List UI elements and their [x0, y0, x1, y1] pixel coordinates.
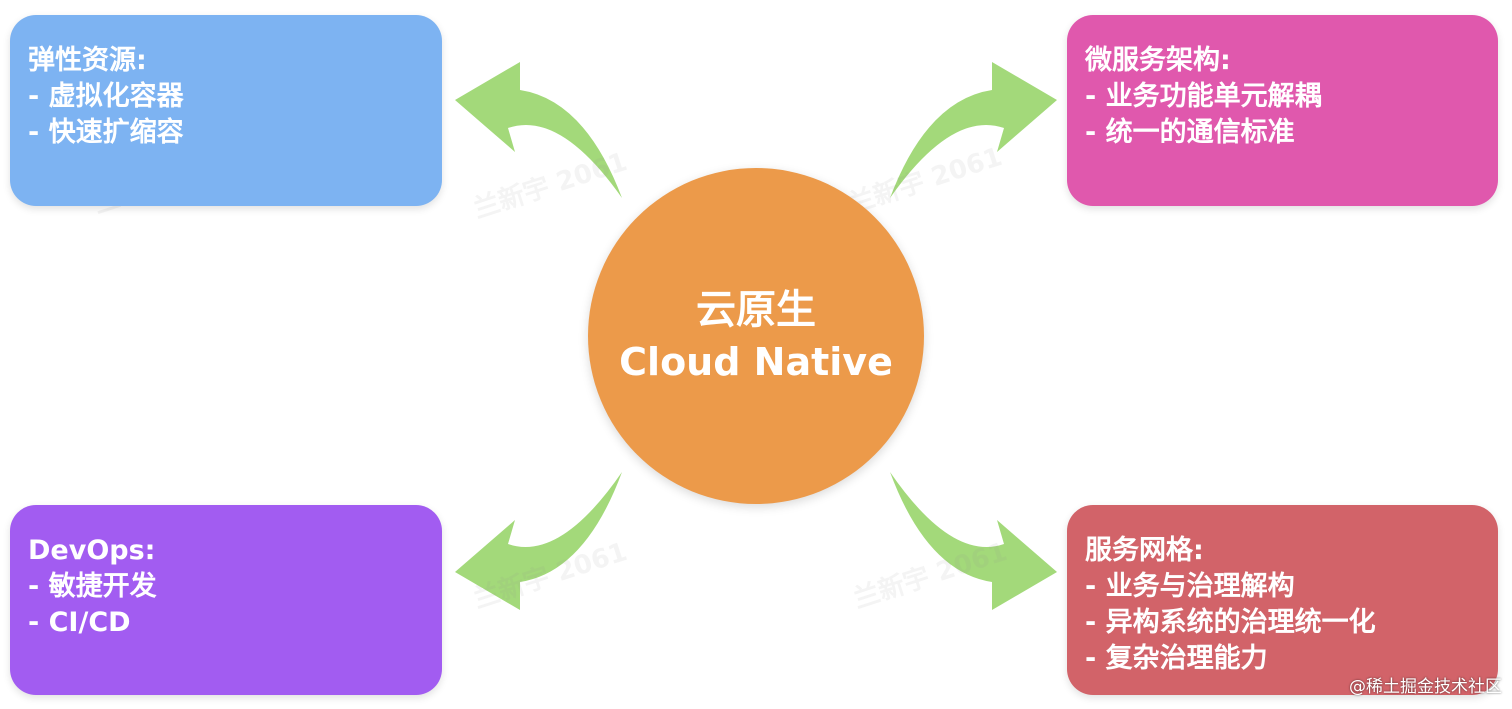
footer-credit: @稀土掘金技术社区: [1349, 677, 1502, 697]
box-item: - 虚拟化容器: [28, 81, 184, 112]
box-item: - 复杂治理能力: [1085, 643, 1268, 674]
box-heading: 服务网格:: [1085, 535, 1204, 566]
curved-arrow-icon-top-left: [455, 62, 622, 198]
box-item: - 敏捷开发: [28, 571, 157, 602]
elastic-resources-box: 弹性资源: - 虚拟化容器 - 快速扩缩容: [10, 15, 442, 206]
curved-arrow-icon-top-right: [890, 62, 1057, 198]
box-heading: DevOps:: [28, 535, 156, 566]
devops-box: DevOps: - 敏捷开发 - CI/CD: [10, 505, 442, 695]
service-mesh-box: 服务网格: - 业务与治理解构 - 异构系统的治理统一化 - 复杂治理能力: [1067, 505, 1498, 695]
box-heading: 弹性资源:: [28, 45, 147, 76]
box-item: - 异构系统的治理统一化: [1085, 607, 1376, 638]
microservice-architecture-box: 微服务架构: - 业务功能单元解耦 - 统一的通信标准: [1067, 15, 1498, 206]
curved-arrow-icon-bottom-left: [455, 472, 622, 610]
center-title-en: Cloud Native: [619, 340, 893, 384]
box-item: - 业务功能单元解耦: [1085, 81, 1322, 112]
cloud-native-center-node: 云原生 Cloud Native: [588, 168, 924, 504]
center-title-cn: 云原生: [696, 287, 816, 333]
box-heading: 微服务架构:: [1085, 45, 1231, 76]
box-item: - 快速扩缩容: [28, 117, 184, 148]
box-item: - CI/CD: [28, 607, 131, 638]
curved-arrow-icon-bottom-right: [890, 472, 1057, 610]
box-item: - 业务与治理解构: [1085, 571, 1295, 602]
box-item: - 统一的通信标准: [1085, 117, 1295, 148]
